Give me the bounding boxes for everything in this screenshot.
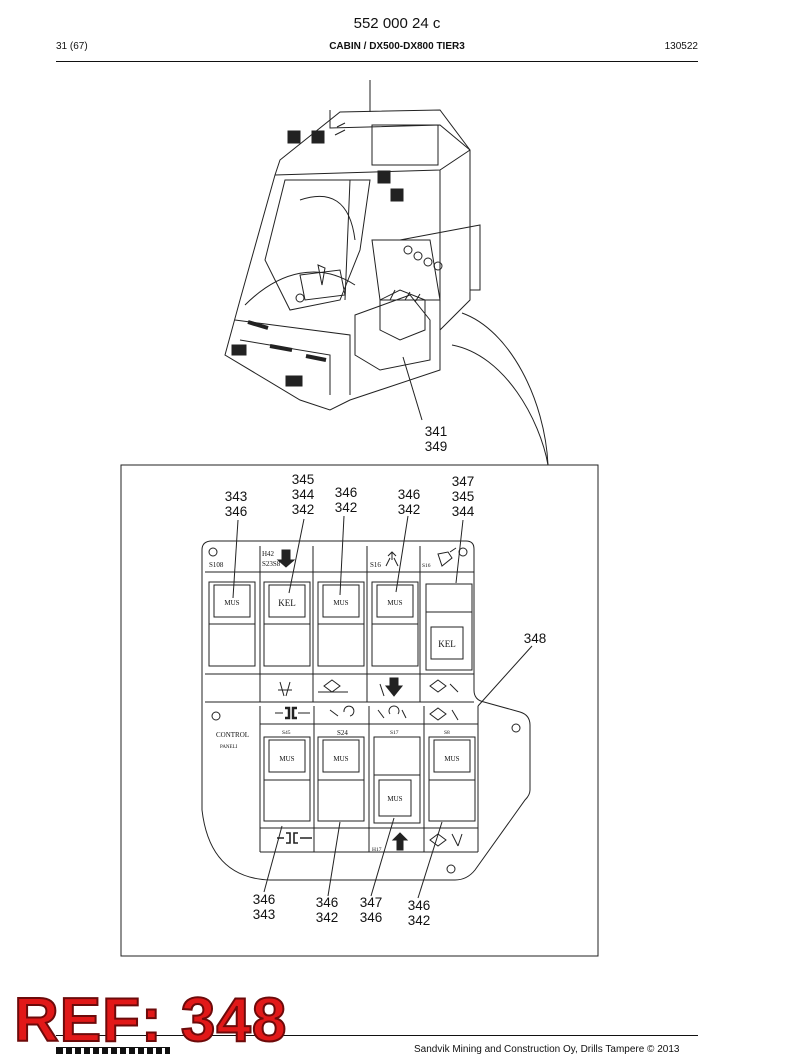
label-s16b: S16 bbox=[422, 563, 431, 569]
panel-symbols bbox=[275, 547, 463, 851]
switch-label: KEL bbox=[438, 639, 456, 649]
callout-leaders bbox=[232, 515, 533, 899]
cabin-drawing bbox=[224, 80, 481, 411]
label-s17: S17 bbox=[390, 730, 399, 736]
ref-badge: REF: 348 bbox=[13, 986, 288, 1055]
row2-switches bbox=[263, 736, 476, 824]
label-s24: S24 bbox=[337, 729, 348, 737]
label-s23: S23S8 bbox=[262, 560, 281, 568]
switch-label: MUS bbox=[387, 599, 402, 607]
switch-label: MUS bbox=[444, 755, 459, 763]
label-s16a: S16 bbox=[370, 561, 381, 569]
document-number: 552 000 24 c bbox=[353, 15, 441, 32]
callout-348: 348 bbox=[523, 631, 547, 646]
footer-copyright: Sandvik Mining and Construction Oy, Dril… bbox=[414, 1044, 680, 1055]
work-lamps bbox=[231, 130, 404, 387]
switch-label: KEL bbox=[278, 598, 296, 608]
row1-switches bbox=[208, 581, 473, 671]
label-control: CONTROL bbox=[216, 731, 249, 739]
switch-label: MUS bbox=[333, 755, 348, 763]
switch-label: MUS bbox=[224, 599, 239, 607]
header-rule bbox=[56, 61, 698, 62]
label-s45: S45 bbox=[282, 730, 291, 736]
footer-logo bbox=[56, 1047, 170, 1054]
switch-label: MUS bbox=[387, 795, 402, 803]
label-paneli: PANELI bbox=[220, 745, 238, 750]
page-number: 31 (67) bbox=[56, 41, 88, 52]
label-s8: S8 bbox=[444, 730, 450, 736]
switch-label: MUS bbox=[279, 755, 294, 763]
switch-label: MUS bbox=[333, 599, 348, 607]
footer-rule bbox=[56, 1035, 698, 1036]
control-panel-outline bbox=[201, 540, 531, 881]
label-h42: H42 bbox=[262, 550, 275, 558]
date-code: 130522 bbox=[664, 41, 698, 52]
label-s108: S108 bbox=[209, 561, 224, 569]
detail-frame bbox=[120, 464, 599, 957]
document-title: CABIN / DX500-DX800 TIER3 bbox=[329, 41, 465, 52]
label-h17: H17 bbox=[372, 847, 382, 853]
